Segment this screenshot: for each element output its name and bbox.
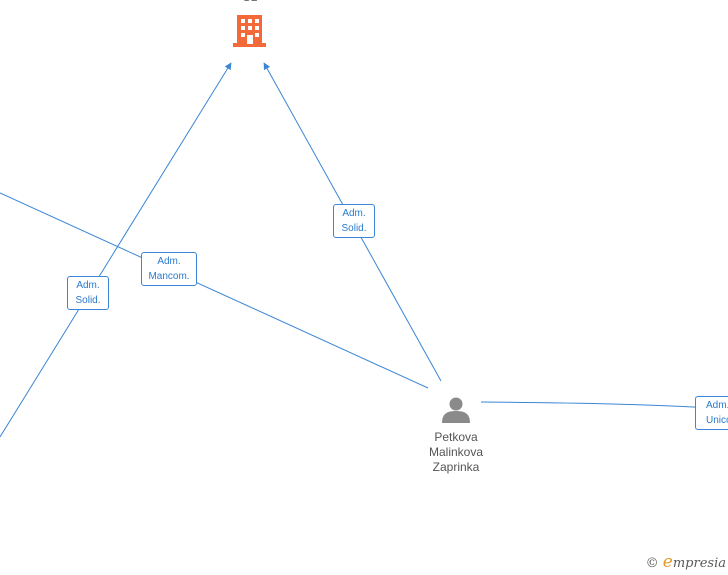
empresia-logo-text: mpresia (672, 556, 726, 571)
edge-label-person-solid[interactable]: Adm. Solid. (333, 204, 375, 238)
edge-label-person-unico-line-1: Adm. (706, 400, 728, 411)
edge-label-left-solid-line-1: Adm. (76, 280, 100, 291)
edge-label-left-solid[interactable]: Adm. Solid. (67, 276, 109, 310)
company-label[interactable]: SL (230, 0, 270, 5)
edge-label-mancom-line-1: Adm. (157, 256, 181, 267)
person-name-line-1: Petkova (434, 430, 478, 444)
edge-left-to-company (0, 62, 232, 438)
building-icon[interactable] (233, 15, 266, 47)
edge-label-person-unico-line-2: Unico (706, 415, 728, 426)
edge-mancom-to-person (0, 192, 429, 389)
edge-label-person-unico[interactable]: Adm. Unico (695, 396, 728, 430)
edge-label-left-solid-line-2: Solid. (75, 295, 101, 306)
edge-label-mancom[interactable]: Adm. Mancom. (141, 252, 197, 286)
person-name[interactable]: Petkova Malinkova Zaprinka (408, 430, 504, 475)
person-name-line-3: Zaprinka (432, 460, 480, 474)
edge-person-to-right (480, 401, 728, 410)
person-name-line-2: Malinkova (428, 445, 484, 459)
person-icon[interactable] (442, 397, 470, 424)
edge-label-person-solid-line-1: Adm. (342, 208, 366, 219)
empresia-watermark[interactable]: © empresia (646, 552, 726, 572)
edge-label-person-solid-line-2: Solid. (341, 223, 367, 234)
copyright-symbol: © (645, 556, 659, 571)
edge-label-mancom-line-2: Mancom. (148, 271, 190, 282)
empresia-logo-e: e (662, 552, 673, 572)
